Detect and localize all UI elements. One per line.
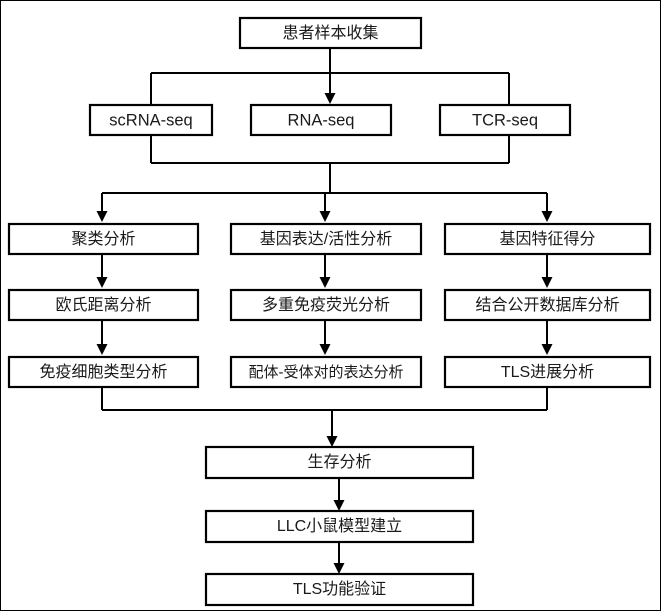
node-box <box>229 355 423 389</box>
node-immune-cell-type-analysis[interactable]: 免疫细胞类型分析 <box>7 355 200 389</box>
node-label: TCR-seq <box>472 111 538 129</box>
node-tls-function-validation[interactable]: TLS功能验证 <box>204 572 475 607</box>
arrowhead-to-gene-signature <box>541 211 553 222</box>
node-gene-signature-score[interactable]: 基因特征得分 <box>443 222 652 256</box>
node-llc-mouse-model-construction[interactable]: LLC小鼠模型建立 <box>204 509 475 544</box>
node-box <box>204 572 475 607</box>
node-box <box>229 222 423 256</box>
node-label: 生存分析 <box>307 453 371 471</box>
node-label: 基因特征得分 <box>499 230 595 248</box>
arrowhead-to-ligand <box>319 344 331 355</box>
node-box <box>443 355 652 389</box>
arrowhead-to-publicdb <box>541 277 553 288</box>
node-euclidean-distance-analysis[interactable]: 欧氏距离分析 <box>7 288 200 322</box>
node-survival-analysis[interactable]: 生存分析 <box>204 445 475 480</box>
node-label: RNA-seq <box>288 111 355 129</box>
node-box <box>88 103 214 137</box>
node-label: 欧氏距离分析 <box>55 296 151 314</box>
node-box <box>7 355 200 389</box>
node-box <box>204 509 475 544</box>
node-gene-expression-activity-analysis[interactable]: 基因表达/活性分析 <box>229 222 423 256</box>
node-box <box>7 222 200 256</box>
node-box <box>238 16 423 50</box>
node-label: TLS功能验证 <box>293 580 386 598</box>
node-box <box>249 103 393 137</box>
arrowhead-to-immunecell <box>96 344 108 355</box>
node-label: 患者样本收集 <box>282 24 378 42</box>
node-box <box>443 288 652 322</box>
node-label: 免疫细胞类型分析 <box>39 363 167 381</box>
node-patient-sample-collection[interactable]: 患者样本收集 <box>238 16 423 50</box>
edge-layer <box>96 48 553 574</box>
node-layer: 患者样本收集 scRNA-seq RNA-seq TCR-seq 聚类分析 <box>7 16 652 607</box>
node-public-database-analysis[interactable]: 结合公开数据库分析 <box>443 288 652 322</box>
node-scrna-seq[interactable]: scRNA-seq <box>88 103 214 137</box>
arrowhead-to-cluster-analysis <box>96 211 108 222</box>
node-box <box>204 445 475 480</box>
arrowhead-to-llc-model <box>333 500 345 511</box>
node-box <box>438 103 572 137</box>
node-multiplex-immunofluorescence-analysis[interactable]: 多重免疫荧光分析 <box>229 288 423 322</box>
arrowhead-to-tlsprogress <box>541 344 553 355</box>
node-label: scRNA-seq <box>109 111 192 129</box>
node-ligand-receptor-expression-analysis[interactable]: 配体-受体对的表达分析 <box>229 355 423 389</box>
node-box <box>443 222 652 256</box>
node-label: 配体-受体对的表达分析 <box>249 364 404 381</box>
node-box <box>229 288 423 322</box>
node-rna-seq[interactable]: RNA-seq <box>249 103 393 137</box>
arrowhead-to-survival <box>326 436 338 447</box>
node-label: 多重免疫荧光分析 <box>262 296 390 314</box>
node-label: 基因表达/活性分析 <box>260 230 392 248</box>
node-label: LLC小鼠模型建立 <box>277 517 402 535</box>
node-label: TLS进展分析 <box>501 363 594 381</box>
node-box <box>7 288 200 322</box>
node-tcr-seq[interactable]: TCR-seq <box>438 103 572 137</box>
arrowhead-to-euclid <box>96 277 108 288</box>
arrowhead-to-gene-expression <box>319 211 331 222</box>
arrowhead-to-mif <box>319 277 331 288</box>
node-label: 聚类分析 <box>71 230 135 248</box>
arrowhead-to-tls-function <box>333 563 345 574</box>
node-tls-progression-analysis[interactable]: TLS进展分析 <box>443 355 652 389</box>
arrowhead-to-rna-seq <box>324 93 336 104</box>
node-clustering-analysis[interactable]: 聚类分析 <box>7 222 200 256</box>
node-label: 结合公开数据库分析 <box>475 296 619 314</box>
